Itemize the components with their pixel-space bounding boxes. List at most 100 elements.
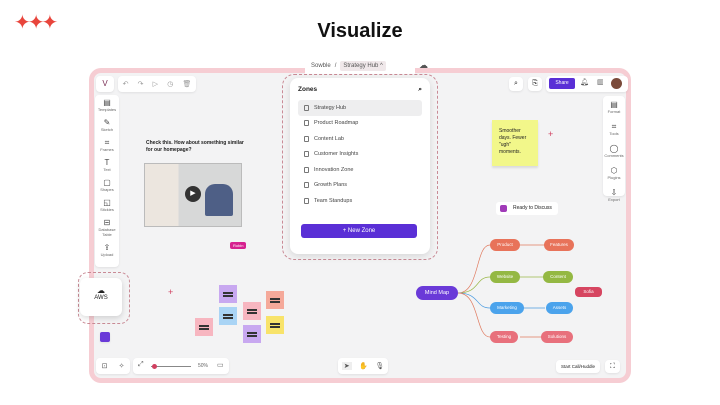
layout-icon[interactable]: ▥ xyxy=(597,79,604,86)
tool-stickies[interactable]: ◱Stickies xyxy=(97,198,117,212)
aws-highlight xyxy=(78,272,130,324)
mic-icon[interactable]: 🎙︎ xyxy=(375,363,385,370)
zone-item[interactable]: Team Standups xyxy=(298,193,422,209)
avatar[interactable] xyxy=(611,78,622,89)
mind-map-connectors xyxy=(457,244,545,338)
zone-item[interactable]: Product Roadmap xyxy=(298,116,422,132)
mind-map-node[interactable]: Content xyxy=(543,271,573,283)
mind-map-node[interactable]: Product xyxy=(490,239,520,251)
start-call-button[interactable]: Start Call/Huddle xyxy=(556,360,600,373)
sticky-note[interactable] xyxy=(219,307,237,325)
magic-icon[interactable]: ✧ xyxy=(118,363,125,370)
fit-icon[interactable]: ⤢ xyxy=(138,361,144,368)
new-zone-button[interactable]: + New Zone xyxy=(301,224,417,238)
right-toolbar: ▤Format ⌗Tools ◯Comments ⬡Plugins ⇩Expor… xyxy=(603,96,625,202)
breadcrumb-current[interactable]: Strategy Hub ^ xyxy=(340,61,386,71)
tool-tools[interactable]: ⌗Tools xyxy=(604,122,624,136)
mind-map-node[interactable]: Website xyxy=(490,271,520,283)
export-icon: ⇩ xyxy=(610,188,618,197)
tool-format[interactable]: ▤Format xyxy=(604,100,624,114)
bell-icon[interactable]: 🔔︎ xyxy=(580,79,589,86)
text-icon: T xyxy=(104,158,110,167)
format-icon: ▤ xyxy=(610,100,618,109)
tool-comments[interactable]: ◯Comments xyxy=(604,144,624,158)
sticky-note[interactable] xyxy=(266,291,284,309)
plus-marker-icon: + xyxy=(548,129,554,139)
breadcrumb: Sowble/ Strategy Hub ^ xyxy=(305,58,415,74)
mind-map-node[interactable]: Assets xyxy=(546,302,573,314)
tool-templates[interactable]: ▤Templates xyxy=(97,98,117,112)
tool-export[interactable]: ⇩Export xyxy=(604,188,624,202)
search-icon[interactable]: ⌕ xyxy=(418,86,422,93)
history-icon[interactable]: ◷ xyxy=(167,81,174,88)
zone-item[interactable]: Innovation Zone xyxy=(298,162,422,178)
zone-item[interactable]: Strategy Hub xyxy=(298,100,422,116)
map-icon[interactable]: ⊡ xyxy=(101,363,108,370)
sticky-note-yellow[interactable]: Smoother days. Fewer "ugh" moments. xyxy=(492,120,538,166)
hand-icon[interactable]: ✋ xyxy=(359,363,368,370)
pointer-tools: ➤ ✋ 🎙︎ xyxy=(338,358,388,374)
present-icon[interactable]: ⎘ xyxy=(528,77,542,91)
zone-item[interactable]: Growth Plans xyxy=(298,178,422,194)
zone-item[interactable]: Ideas Parking Lot xyxy=(298,209,422,211)
tool-plugins[interactable]: ⬡Plugins xyxy=(604,166,624,180)
book-icon[interactable]: ▭ xyxy=(217,362,224,369)
sticky-note[interactable] xyxy=(266,316,284,334)
edit-toolbar: ↶ ↷ ▷ ◷ 🗑 xyxy=(118,76,196,92)
search-icon[interactable]: ⌕ xyxy=(509,77,523,91)
sticky-note[interactable] xyxy=(195,318,213,336)
cloud-server-icon: ☁ xyxy=(97,286,105,295)
tool-database-table[interactable]: ⊟Database Table xyxy=(98,218,116,237)
mind-map-node[interactable]: Testing xyxy=(490,331,518,343)
bottom-left-tools: ⊡✧ xyxy=(96,358,130,374)
mind-map-node[interactable]: Marketing xyxy=(490,302,524,314)
play-icon[interactable]: ▷ xyxy=(152,81,159,88)
mind-map-node[interactable]: Solutions xyxy=(541,331,573,343)
fullscreen-icon[interactable]: ⛶ xyxy=(605,360,620,373)
undo-icon[interactable]: ↶ xyxy=(122,81,129,88)
mind-map-node[interactable]: Features xyxy=(544,239,574,251)
zoom-slider[interactable] xyxy=(151,366,191,367)
redo-icon[interactable]: ↷ xyxy=(137,81,144,88)
tool-frames[interactable]: ⌗Frames xyxy=(97,138,117,152)
trash-icon[interactable]: 🗑 xyxy=(182,81,192,88)
mind-map-root[interactable]: Mind Map xyxy=(416,286,458,300)
app-logo-icon[interactable]: V xyxy=(96,76,114,92)
share-button[interactable]: Share xyxy=(549,78,575,89)
pointer-icon[interactable]: ➤ xyxy=(341,362,352,370)
zone-item[interactable]: Customer Insights xyxy=(298,147,422,163)
zone-item[interactable]: Content Lab xyxy=(298,131,422,147)
person-figure xyxy=(205,184,233,216)
document-icon xyxy=(304,151,309,158)
comment-icon: ◯ xyxy=(609,144,619,153)
plugin-icon: ⬡ xyxy=(610,166,618,175)
sticky-note[interactable] xyxy=(219,285,237,303)
zoom-slider-handle[interactable] xyxy=(152,364,157,369)
play-icon[interactable]: ▶ xyxy=(185,186,201,202)
breadcrumb-workspace[interactable]: Sowble xyxy=(311,63,331,69)
templates-icon: ▤ xyxy=(103,98,111,107)
more-tools-button[interactable] xyxy=(100,332,110,342)
video-thumbnail[interactable]: ▶ xyxy=(144,163,242,227)
sparkle-logo-icon: ✦✦✦ xyxy=(14,12,58,34)
sketch-icon: ✎ xyxy=(103,118,111,127)
cursor-label: Sofia xyxy=(575,287,602,297)
sticky-note[interactable] xyxy=(243,325,261,343)
tool-upload[interactable]: ⇪Upload xyxy=(97,243,117,257)
shapes-icon: ▢ xyxy=(103,178,111,187)
tool-sketch[interactable]: ✎Sketch xyxy=(97,118,117,132)
cloud-sync-icon[interactable]: ☁ xyxy=(419,60,428,70)
document-icon xyxy=(304,135,309,142)
comment-text: Check this. How about something similar … xyxy=(146,140,244,153)
table-icon: ⊟ xyxy=(103,218,111,227)
aws-popup[interactable]: ☁ AWS xyxy=(80,278,122,316)
tool-shapes[interactable]: ▢Shapes xyxy=(97,178,117,192)
sticky-note[interactable] xyxy=(243,302,261,320)
ready-to-discuss-badge[interactable]: Ready to Discuss xyxy=(496,202,558,215)
document-icon xyxy=(304,197,309,204)
zones-heading: Zones xyxy=(298,86,318,93)
